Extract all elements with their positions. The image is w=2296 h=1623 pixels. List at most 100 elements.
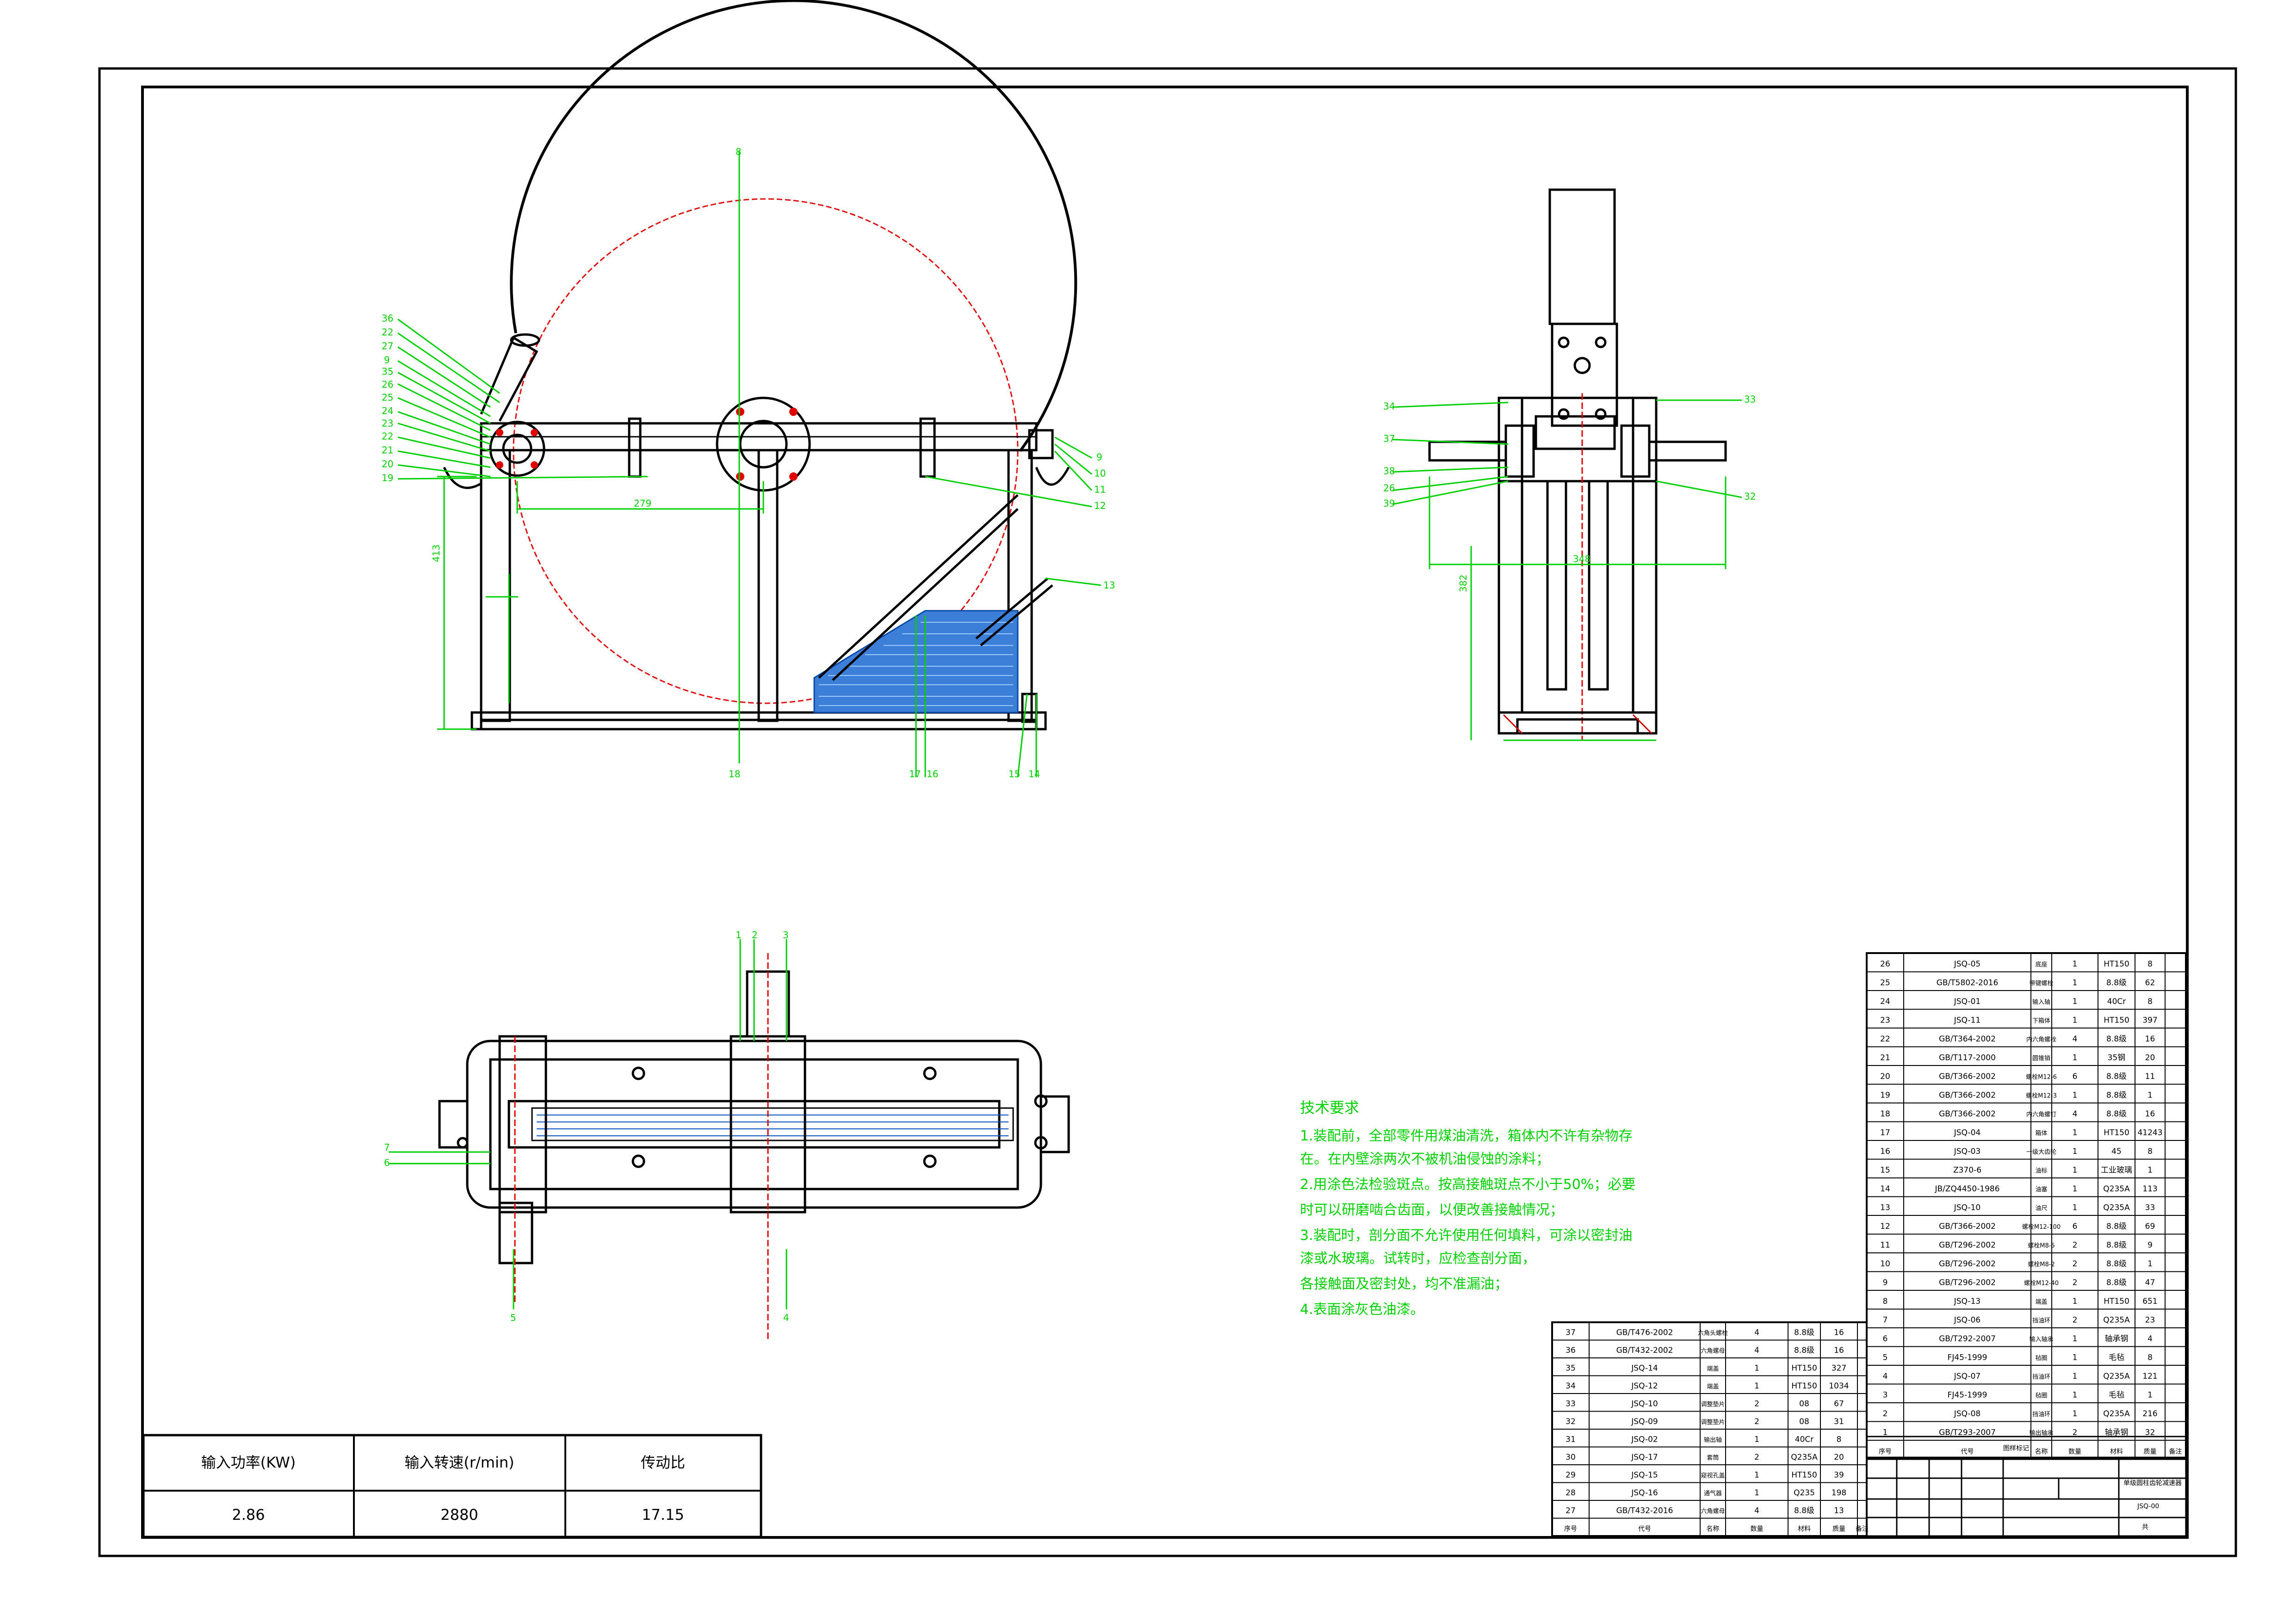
side-view [1428, 188, 1727, 740]
bom-cell: 35钢 [2108, 1053, 2126, 1063]
bom-cell: 下箱体 [2032, 1017, 2050, 1025]
bom-cell: 121 [2142, 1372, 2157, 1381]
bom-cell: 113 [2142, 1184, 2157, 1194]
bom-cell: JSQ-10 [1631, 1400, 1658, 1409]
bom-cell: GB/T432-2016 [1616, 1506, 1673, 1516]
leader-label: 35 [382, 366, 393, 377]
leader-label: 4 [783, 1312, 789, 1323]
bom-cell: GB/T432-2002 [1616, 1346, 1673, 1355]
bom-cell: JSQ-16 [1631, 1488, 1658, 1498]
bom-cell: 19 [1880, 1091, 1890, 1100]
bom-cell: 26 [1880, 960, 1890, 969]
bom-footer-cell: 材料 [2110, 1448, 2123, 1456]
bom-cell: 2 [2073, 1259, 2078, 1269]
leader-label: 7 [384, 1142, 390, 1153]
leader-label: 37 [1383, 433, 1395, 444]
bom-cell: JSQ-09 [1631, 1417, 1658, 1426]
tech-line: 1.装配前，全部零件用煤油清洗，箱体内不许有杂物存 [1300, 1128, 1633, 1144]
bom-cell: 1 [2073, 1297, 2078, 1306]
bom-cell: 1034 [1829, 1381, 1849, 1391]
bom-cell: 7 [1883, 1316, 1888, 1325]
title-block: 图样标记 单级圆柱齿轮减速器 JSQ-00 共 [1866, 1436, 2187, 1537]
bom-cell: JSQ-08 [1954, 1409, 1980, 1419]
bom-cell: 1 [1754, 1364, 1759, 1373]
bom-cell: 8.8级 [2106, 1259, 2127, 1269]
leader-label: 16 [927, 768, 938, 780]
bom-cell: 1 [2073, 1203, 2078, 1213]
bom-footer-cell: 质量 [1832, 1525, 1845, 1533]
leader-label-8: 8 [736, 146, 742, 157]
bom-cell: JSQ-17 [1631, 1453, 1658, 1462]
leader-label: 2 [752, 929, 758, 941]
table-border [1866, 952, 2187, 1460]
bom-cell: 六角螺母 [1701, 1508, 1725, 1515]
bom-cell: GB/T5802-2016 [1937, 979, 1999, 988]
dimension-label: 382 [1458, 575, 1469, 592]
bom-cell: 8.8级 [2106, 1091, 2127, 1100]
bom-footer-cell: 材料 [1798, 1525, 1811, 1533]
bom-cell: 2 [1754, 1417, 1759, 1426]
bom-cell: 4 [2073, 1035, 2078, 1044]
bom-cell: 16 [1834, 1346, 1844, 1355]
bom-cell: 67 [1834, 1400, 1844, 1409]
bom-cell: GB/T293-2007 [1939, 1428, 1996, 1437]
bom-cell: 毡圈 [2035, 1355, 2047, 1362]
bom-cell: Q235A [1791, 1453, 1818, 1462]
bom-cell: 1 [2147, 1166, 2153, 1175]
leader-label: 20 [382, 458, 393, 470]
bom-cell: 1 [2073, 1091, 2078, 1100]
bom-cell: 六角头螺栓 [1698, 1330, 1728, 1337]
bom-cell: 圆锥销 [2032, 1055, 2050, 1062]
leader-label: 34 [1383, 401, 1395, 412]
bom-cell: 1 [2073, 979, 2078, 988]
bom-cell: 毡圈 [2035, 1393, 2047, 1400]
bom-cell: 1 [1754, 1471, 1759, 1480]
bom-cell: 输入轴承 [2029, 1336, 2053, 1343]
bom-footer-cell: 名称 [1707, 1525, 1720, 1533]
bom-cell: 41243 [2137, 1128, 2162, 1138]
outer-border [98, 67, 2237, 1557]
bom-cell: 1 [1754, 1488, 1759, 1498]
param-header: 输入转速(r/min) [404, 1454, 514, 1471]
drawing-name: 单级圆柱齿轮减速器 [2123, 1480, 2182, 1487]
bom-cell: 2 [2073, 1241, 2078, 1250]
bom-cell: 1 [2147, 1091, 2153, 1100]
bom-cell: 箱体 [2035, 1130, 2047, 1137]
bom-cell: HT150 [2104, 1128, 2129, 1138]
tech-line: 各接触面及密封处，均不准漏油； [1300, 1276, 1508, 1292]
bom-cell: JSQ-04 [1954, 1128, 1980, 1138]
bom-cell: 23 [2145, 1316, 2155, 1325]
bom-cell: 20 [2145, 1053, 2155, 1063]
bom-cell: 螺栓M12-100 [2022, 1224, 2061, 1231]
bom-cell: HT150 [2104, 960, 2129, 969]
bom-cell: 10 [1880, 1259, 1890, 1269]
bom-cell: Q235A [2103, 1184, 2130, 1194]
bom-cell: 8.8级 [2106, 1035, 2127, 1044]
bom-cell: 通气器 [1704, 1490, 1722, 1497]
bom-cell: 8.8级 [2106, 1222, 2127, 1231]
bom-cell: 8 [2147, 1353, 2153, 1363]
tech-line: 在。在内壁涂两次不被机油侵蚀的涂料； [1300, 1151, 1550, 1167]
bom-cell: GB/T117-2000 [1939, 1053, 1996, 1063]
bom-cell: 397 [2142, 1016, 2157, 1025]
bom-cell: 4 [1754, 1506, 1759, 1516]
leader-label: 17 [909, 768, 921, 780]
bom-cell: 一级大齿轮 [2026, 1149, 2056, 1156]
bom-cell: 6 [2073, 1072, 2078, 1081]
bom-cell: 毛毡 [2109, 1353, 2124, 1363]
bom-cell: 24 [1880, 997, 1890, 1006]
leader-label: 11 [1094, 484, 1106, 495]
bom-cell: 2 [1754, 1453, 1759, 1462]
bom-cell: GB/T366-2002 [1939, 1109, 1996, 1119]
bom-cell: 4 [1754, 1346, 1759, 1355]
bom-cell: 6 [2073, 1222, 2078, 1231]
title-block-label: 图样标记 [2003, 1445, 2029, 1452]
tech-line: 时可以研磨啮合齿面，以便改善接触情况； [1300, 1202, 1564, 1218]
bom-cell: 33 [1566, 1400, 1576, 1409]
bom-cell: FJ45-1999 [1948, 1391, 1987, 1400]
bom-cell: 1 [2073, 1372, 2078, 1381]
bom-cell: GB/T296-2002 [1939, 1259, 1996, 1269]
leader-label: 22 [382, 327, 393, 338]
tech-line: 漆或水玻璃。试转时，应检查剖分面， [1300, 1251, 1536, 1267]
